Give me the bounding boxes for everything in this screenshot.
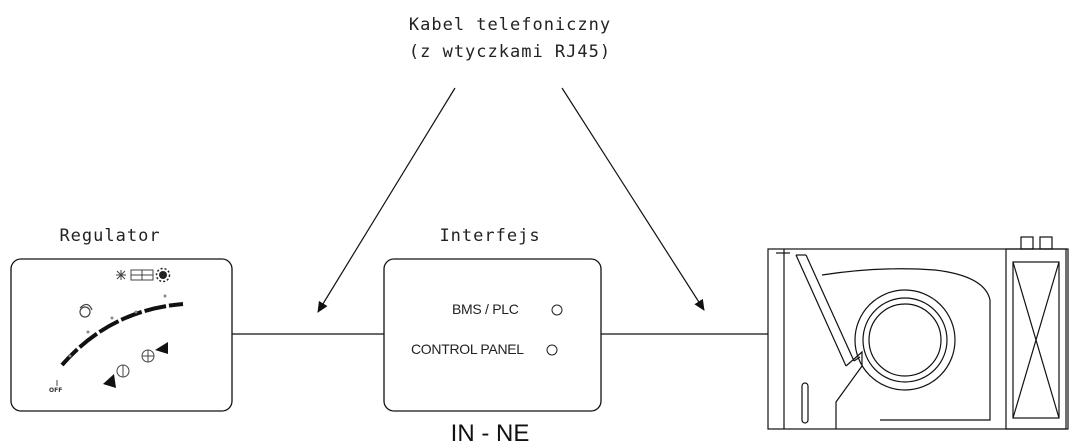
cable-label: Kabel telefoniczny (z wtyczkami RJ45) bbox=[360, 12, 660, 66]
cable-label-line1: Kabel telefoniczny bbox=[408, 15, 612, 35]
decrease-arrow-icon bbox=[103, 374, 116, 388]
temperature-up-icon bbox=[141, 349, 155, 363]
cable-label-line2: (z wtyczkami RJ45) bbox=[408, 42, 612, 62]
fan-coil-unit bbox=[767, 236, 1069, 430]
sun-icon bbox=[155, 267, 171, 283]
control-panel-label: CONTROL PANEL bbox=[411, 341, 524, 357]
increase-arrow-icon bbox=[155, 342, 168, 354]
bms-plc-label: BMS / PLC bbox=[452, 301, 519, 317]
control-panel-indicator bbox=[546, 344, 558, 356]
bms-plc-indicator bbox=[551, 304, 563, 316]
interface-label: Interfejs bbox=[439, 226, 541, 246]
fan-speed-icon bbox=[79, 303, 93, 318]
temperature-down-icon bbox=[116, 364, 130, 378]
cable-arrow-right bbox=[561, 87, 705, 311]
interface-device bbox=[383, 258, 602, 412]
regulator-device bbox=[10, 258, 233, 412]
off-label: OFF bbox=[49, 387, 63, 394]
cable-arrow-left bbox=[317, 87, 456, 313]
heater-grid-icon bbox=[130, 269, 154, 281]
unit-name-label: IN - NE bbox=[450, 420, 530, 447]
dial-scale bbox=[60, 302, 184, 367]
snowflake-icon bbox=[116, 270, 126, 280]
regulator-label: Regulator bbox=[59, 226, 161, 246]
